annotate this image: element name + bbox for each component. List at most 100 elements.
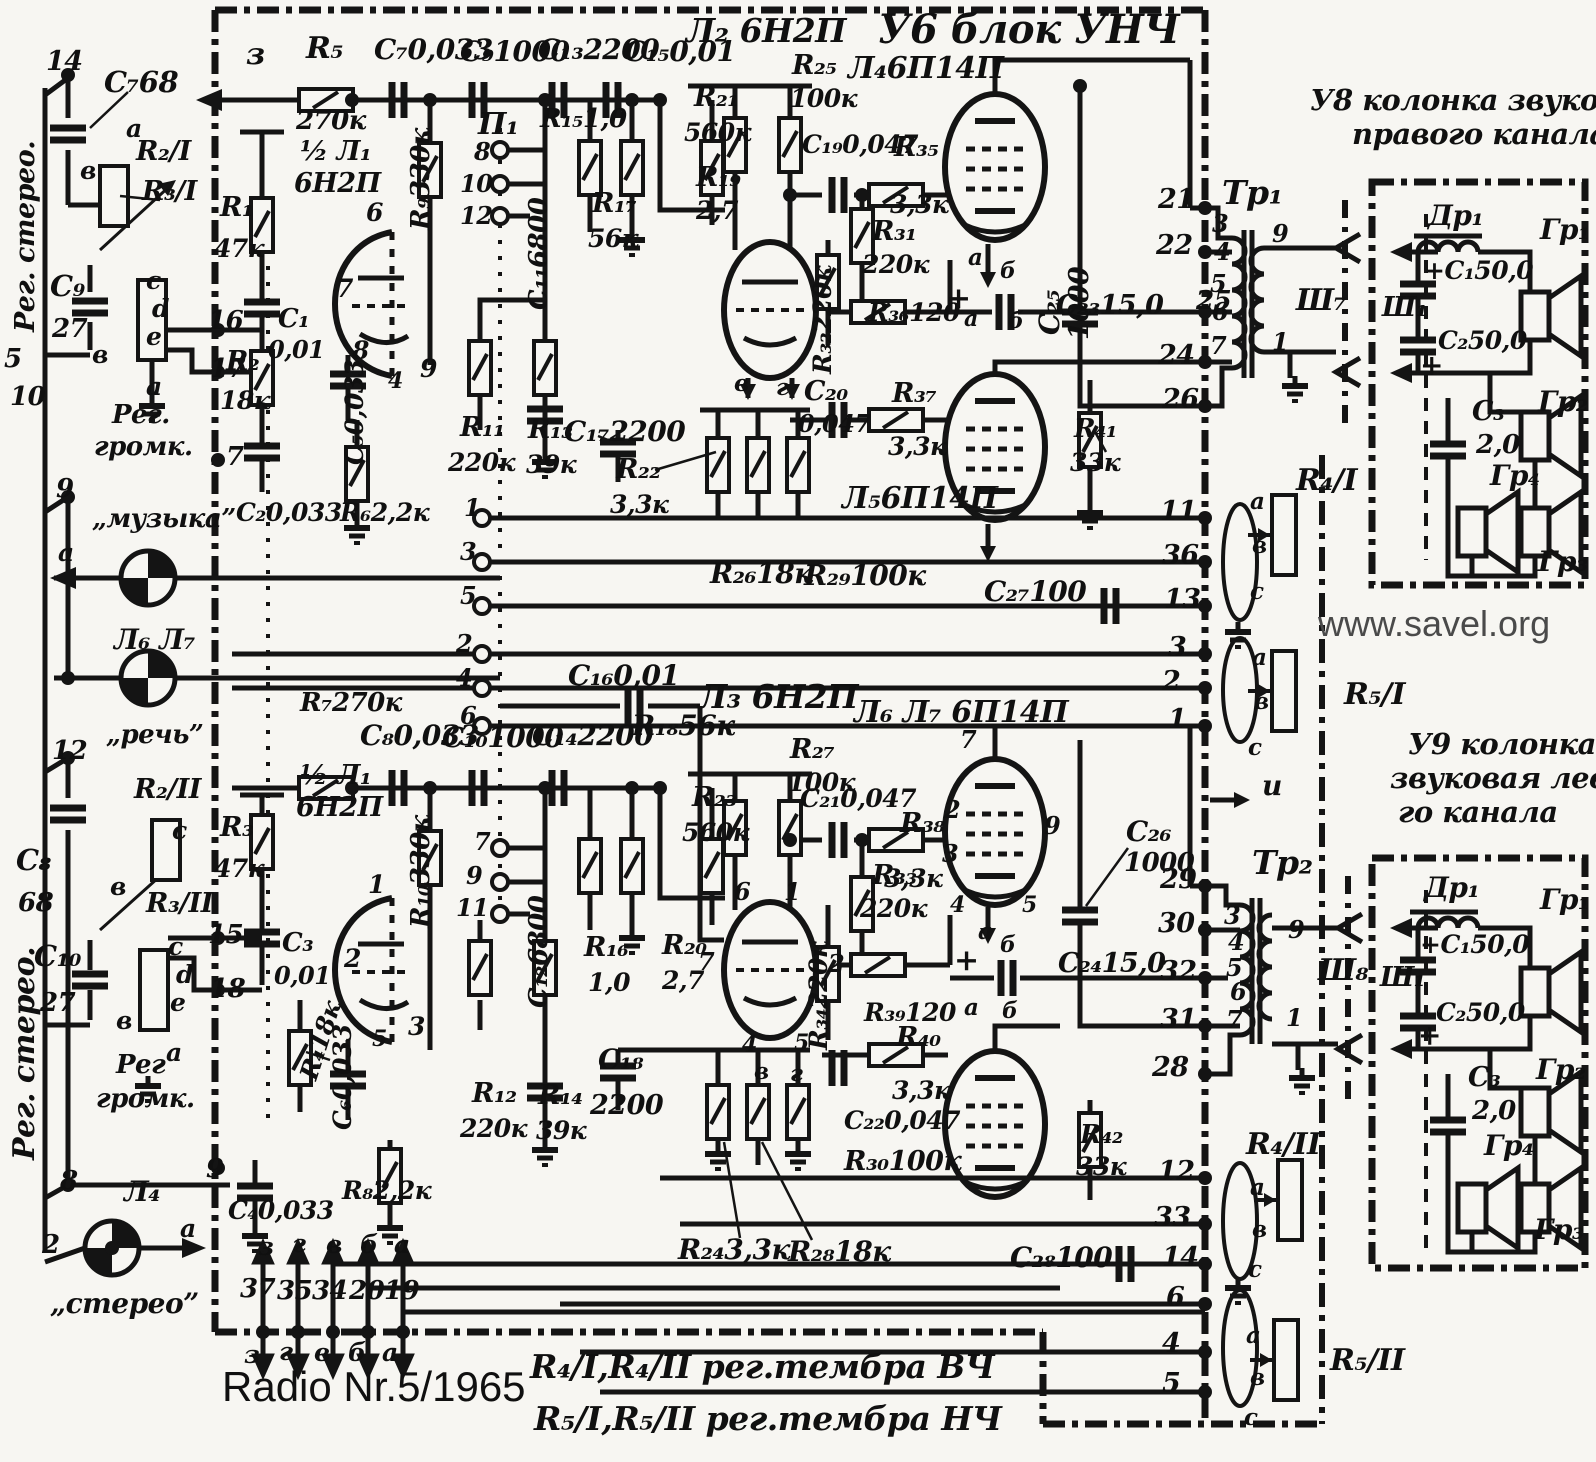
schematic-label: 1	[1286, 1003, 1303, 1032]
tube-l1-bottom-half-icon	[332, 895, 410, 1045]
schematic-label: R₁₁	[460, 412, 505, 443]
schematic-label: Ш₁	[1380, 962, 1426, 993]
schematic-label: с	[1248, 734, 1262, 761]
tone-bass-caption: R₅/I,R₅/II рег.тембра НЧ	[534, 1399, 1002, 1438]
schematic-label: 5	[1226, 953, 1243, 982]
schematic-label: R₂₈18к	[788, 1235, 891, 1268]
schematic-label: е	[146, 322, 162, 351]
schematic-label: С₁₉0,047	[802, 130, 919, 159]
schematic-label: 27	[40, 988, 76, 1018]
schematic-label: 220к	[460, 1114, 528, 1143]
schematic-label: 270к	[296, 106, 366, 136]
schematic-label: C₆0,033	[328, 1024, 357, 1130]
transformer-tr2-icon	[1205, 883, 1338, 1077]
schematic-label: R₃₅	[894, 132, 939, 163]
schematic-label: R₁₈56к	[632, 709, 735, 742]
schematic-label: R₂₆18к	[710, 557, 813, 590]
schematic-label: г	[776, 374, 789, 401]
schematic-label: 39к	[536, 1116, 587, 1145]
left-panel-caption-bottom: Рег. стерео.	[7, 946, 42, 1160]
schematic-label: 13	[1164, 584, 1201, 615]
schematic-label: з	[246, 37, 265, 72]
plug-sh7-label: Ш₇	[1296, 283, 1347, 318]
schematic-label: С₁₃2200	[538, 33, 660, 66]
schematic-label: б	[348, 1338, 366, 1367]
schematic-label: R₁₄	[538, 1080, 583, 1111]
output-transformers	[1205, 205, 1364, 1077]
schematic-label: б	[1002, 998, 1018, 1024]
schematic-label: 9	[1272, 219, 1289, 248]
schematic-label: и	[1262, 769, 1282, 802]
schematic-label: 6	[460, 701, 477, 730]
schematic-label: а	[1250, 1174, 1265, 1201]
schematic-label: 20	[349, 1276, 385, 1306]
schematic-label: 18к	[220, 386, 271, 415]
schematic-label: 12	[460, 201, 493, 230]
right-speaker-box	[1368, 178, 1589, 589]
schematic-label: 4	[742, 1032, 757, 1058]
schematic-label: 47к	[214, 854, 265, 883]
schematic-label: 5	[1022, 892, 1037, 918]
schematic-label: г	[279, 1337, 293, 1366]
schematic-label: R₆2,2к	[340, 498, 430, 527]
schematic-label: 29	[1160, 864, 1197, 895]
schematic-label: 1	[1272, 327, 1289, 356]
schematic-label: 220к	[860, 894, 928, 923]
schematic-label: R₂₃	[692, 782, 737, 813]
schematic-label: R₂/I	[136, 136, 191, 167]
schematic-label: Гр₄	[1490, 459, 1540, 492]
tube-l4-label: Л₄6П14П	[848, 51, 1004, 86]
schematic-label: С₁₇2200	[564, 415, 686, 448]
schematic-label: 560к	[682, 818, 750, 847]
schematic-label: громк.	[96, 1084, 195, 1114]
schematic-label: в	[314, 1338, 330, 1367]
schematic-label: R₅/II	[1330, 1343, 1405, 1378]
schematic-label: 2,0	[1472, 1096, 1516, 1126]
schematic-label: с	[168, 932, 183, 961]
tone-treble-caption: R₄/I,R₄/II рег.тембра ВЧ	[530, 1347, 995, 1386]
schematic-label: б	[1000, 932, 1016, 958]
schematic-label: Др₁	[1428, 199, 1484, 232]
schematic-label: R₃₉120	[864, 998, 956, 1027]
schematic-label: 28	[1152, 1052, 1189, 1083]
schematic-label: а	[394, 1230, 410, 1259]
schematic-label: в	[1254, 688, 1269, 715]
schematic-label: С₁₀	[34, 939, 81, 973]
schematic-label: а	[126, 114, 142, 143]
schematic-label: 18	[210, 974, 246, 1004]
schematic-label: Гр₁	[1540, 883, 1590, 916]
inductor-dr1-right-icon	[1415, 239, 1481, 253]
schematic-label: d	[176, 960, 193, 989]
schematic-label: 5	[1162, 1368, 1181, 1399]
transformer-tr1-label: Тр₁	[1222, 173, 1283, 212]
schematic-label: 9	[206, 1154, 224, 1184]
speaker-gr4-right-icon	[1458, 492, 1518, 572]
schematic-label: R₁	[220, 192, 254, 223]
schematic-label: 12	[1158, 1156, 1195, 1187]
schematic-label: 6	[1212, 297, 1229, 326]
schematic-label: R₃₆120	[868, 298, 960, 327]
schematic-label: R₄/I	[1296, 463, 1358, 498]
schematic-label: С₁₅0,01	[624, 35, 736, 68]
schematic-label: а	[180, 1214, 196, 1243]
tube-l2-label: Л₂ 6Н2П	[686, 11, 846, 50]
schematic-label: 3	[408, 1012, 425, 1041]
schematic-label: 560к	[684, 118, 752, 147]
lamp-muzyka-icon	[121, 551, 175, 605]
schematic-label: R₅/I	[1344, 677, 1406, 712]
schematic-label: С₂₇100	[984, 575, 1087, 608]
schematic-label: 33к	[1070, 448, 1121, 477]
schematic-label: R₂₀	[662, 930, 707, 961]
schematic-label: а	[146, 372, 162, 401]
schematic-label: 3	[1212, 209, 1229, 238]
schematic-label: 1	[1168, 704, 1187, 735]
schematic-label: 17	[210, 354, 246, 384]
schematic-label: R₄₁	[1074, 414, 1117, 444]
schematic-label: 33к	[1076, 1152, 1127, 1181]
left-speaker-box	[1368, 854, 1589, 1272]
schematic-label: 7	[1226, 1005, 1243, 1034]
schematic-label: 4	[950, 892, 965, 918]
source-caption: Radio Nr.5/1965	[222, 1363, 526, 1410]
schematic-label: 37	[240, 1274, 276, 1304]
